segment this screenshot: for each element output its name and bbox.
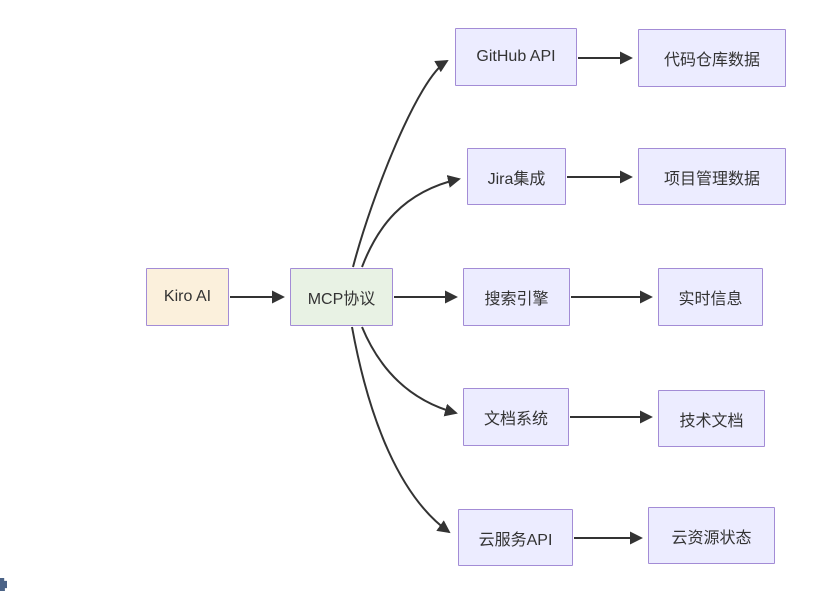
cutoff-corner-glyph [0,578,7,591]
node-github-api-label: GitHub API [476,48,556,65]
node-github-api: GitHub API [455,28,577,86]
node-kiro-ai: Kiro AI [146,268,229,326]
node-project-mgmt-data: 项目管理数据 [638,148,786,205]
node-cloud-service-api: 云服务API [458,509,573,566]
edge-mcp-to-jira [361,175,461,268]
node-jira-integration: Jira集成 [467,148,566,205]
node-realtime-info: 实时信息 [658,268,763,326]
node-cloud-service-api-label: 云服务API [478,531,553,549]
node-search-engine-label: 搜索引擎 [484,291,549,308]
edge-mcp-to-cloud [351,326,451,534]
node-realtime-info-label: 实时信息 [678,291,743,308]
node-mcp-protocol-label: MCP协议 [307,291,376,308]
node-cloud-resource-state-label: 云资源状态 [671,529,752,547]
node-doc-system: 文档系统 [463,388,569,446]
node-code-repo-data-label: 代码仓库数据 [663,52,760,69]
node-mcp-protocol: MCP协议 [290,268,393,326]
node-doc-system-label: 文档系统 [483,411,548,428]
edge-mcp-to-docs [361,326,458,417]
node-cloud-resource-state: 云资源状态 [648,507,775,564]
node-tech-docs-label: 技术文档 [679,412,744,430]
node-jira-integration-label: Jira集成 [487,170,546,188]
node-code-repo-data: 代码仓库数据 [638,29,786,87]
node-project-mgmt-data-label: 项目管理数据 [663,170,760,188]
edge-mcp-to-github [352,60,449,268]
node-search-engine: 搜索引擎 [463,268,570,326]
node-kiro-ai-label: Kiro AI [163,288,212,305]
node-tech-docs: 技术文档 [658,390,765,447]
